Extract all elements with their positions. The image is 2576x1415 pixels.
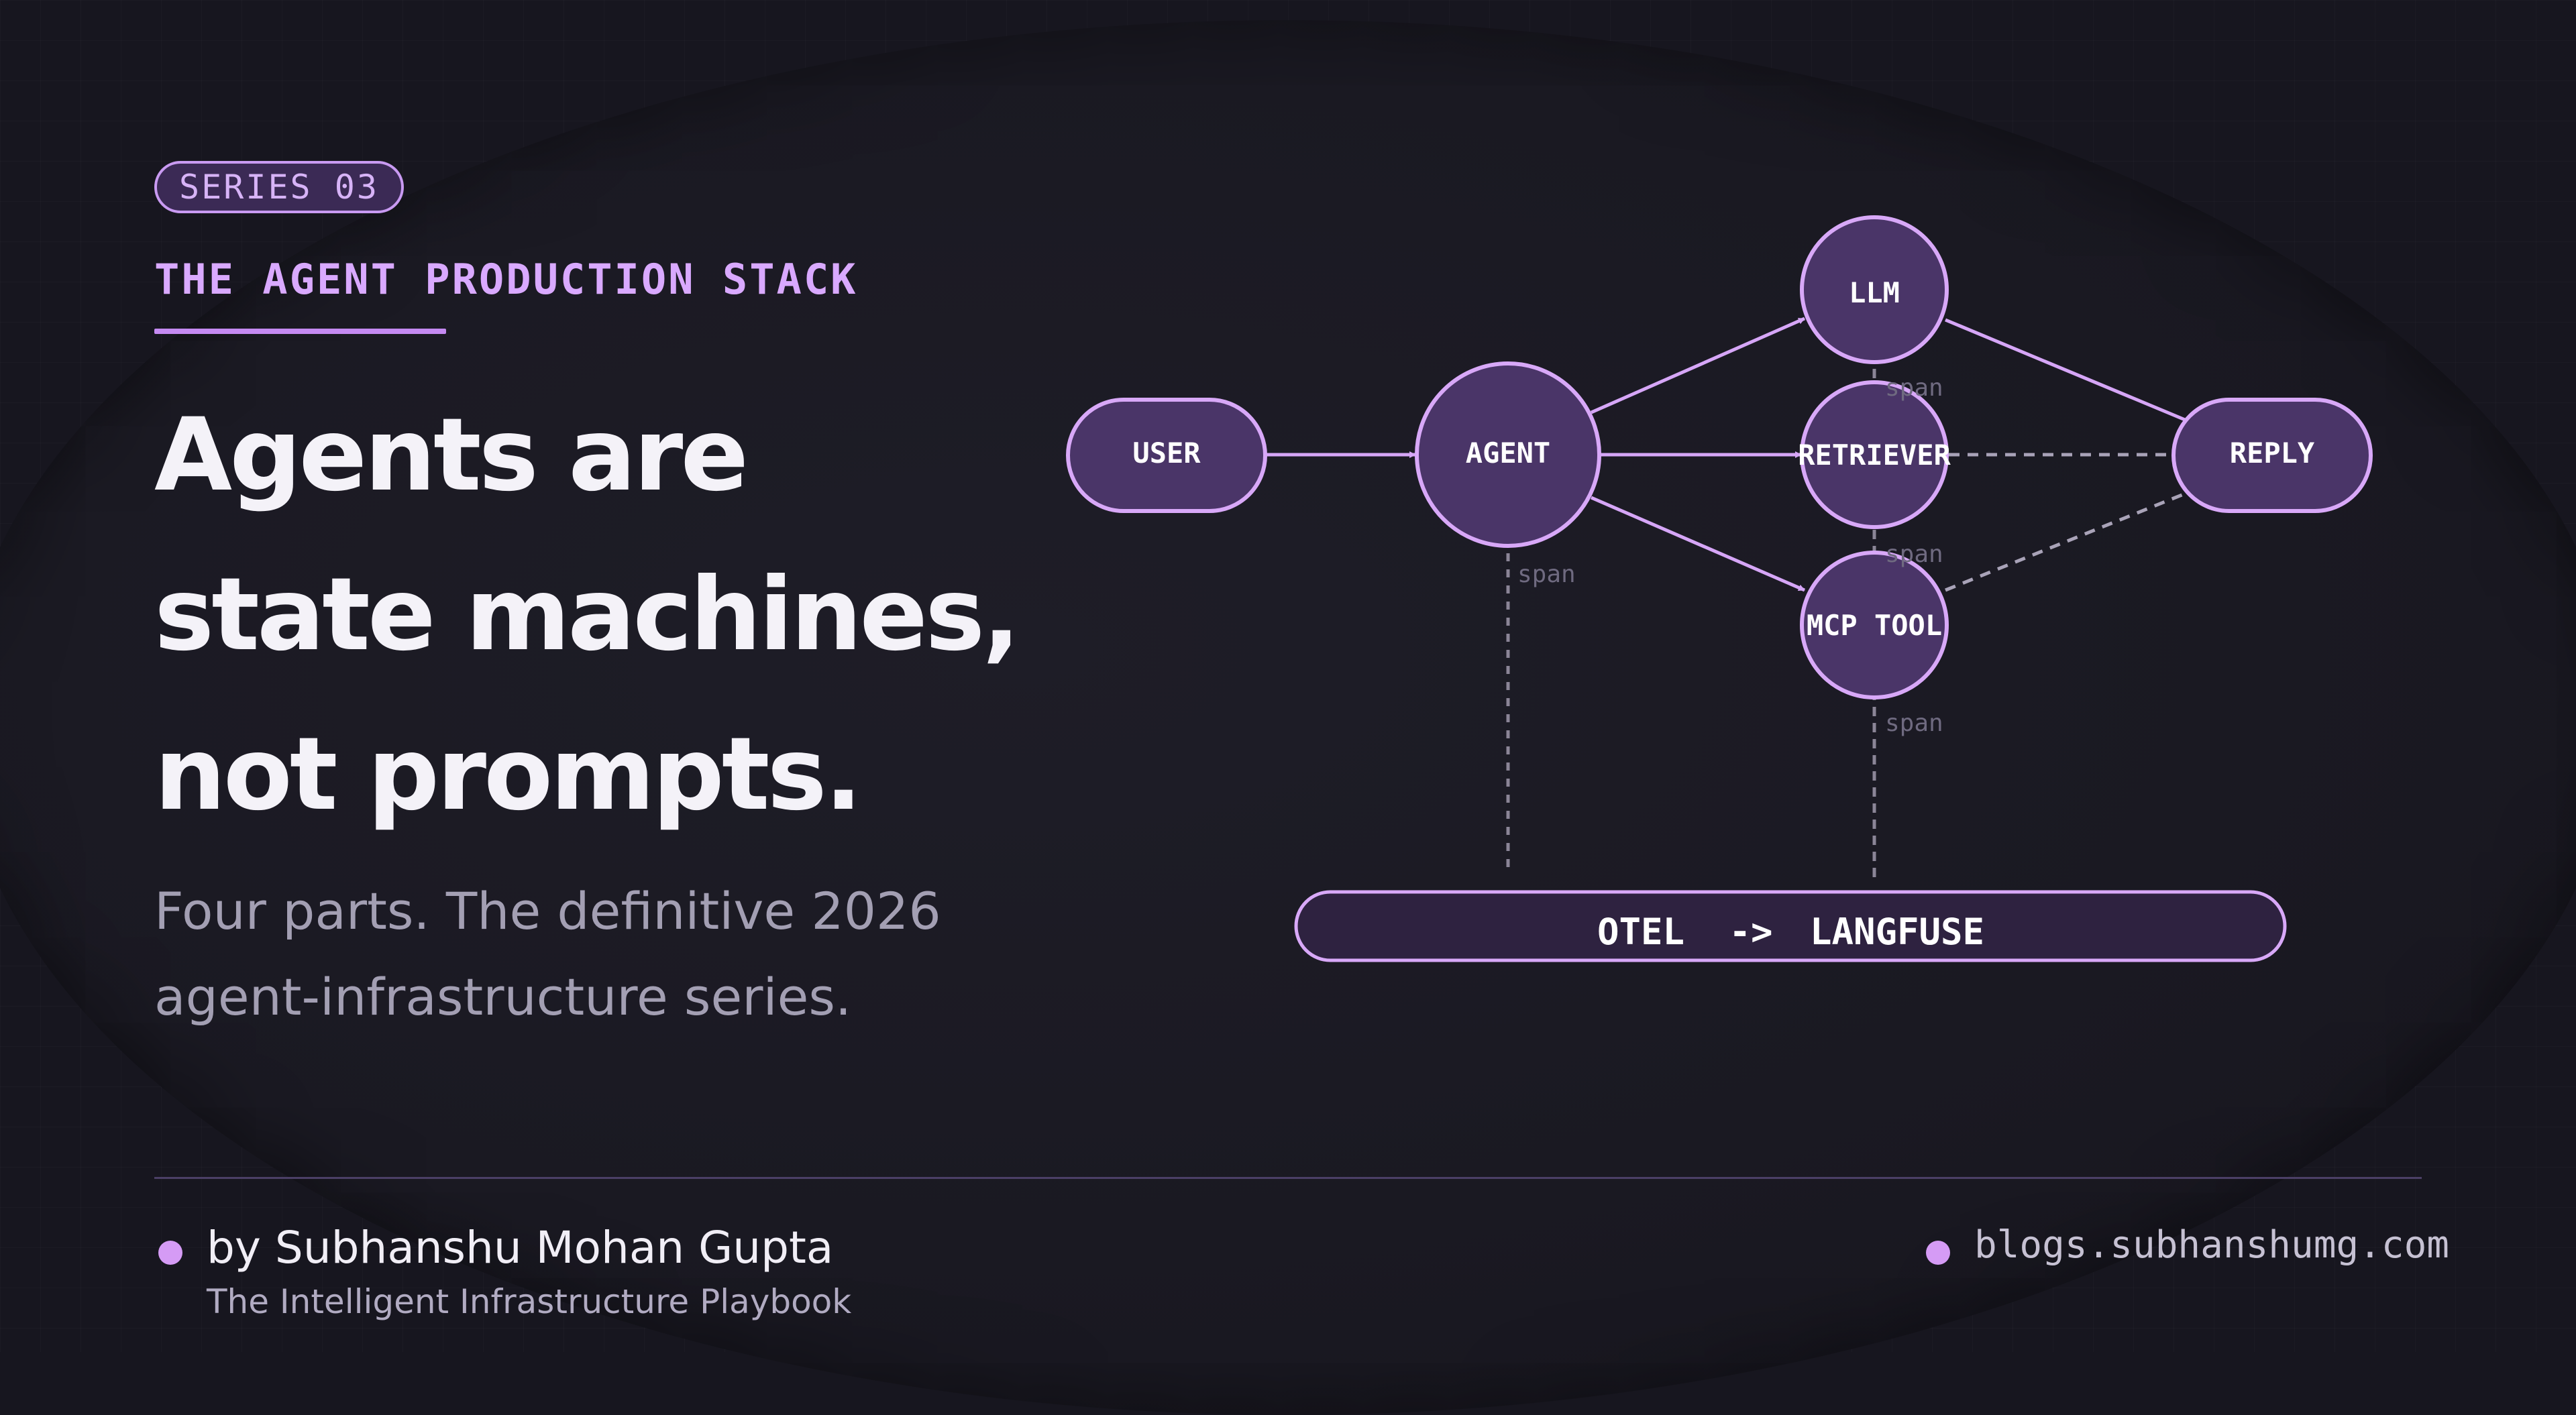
series-kicker: THE AGENT PRODUCTION STACK [154,255,858,304]
headline-line-3: not prompts. [154,716,863,833]
bus-to-label: LANGFUSE [1810,911,1984,953]
subheadline-line-2: agent-infrastructure series. [154,967,852,1027]
node-user [1066,398,1267,513]
span-label-retriever: span [1885,541,1943,568]
edge-mcp-tool-reply [1945,491,2188,592]
subheadline-line-1: Four parts. The definitive 2026 [154,881,941,941]
node-reply [2171,398,2373,513]
node-retriever [1800,380,1949,529]
kicker-underline [154,329,446,334]
agent-flow-diagram: USER AGENT LLM RETRIEVER MCP TOOL REPLY … [1066,215,2373,962]
background-vignette [0,20,2576,1415]
span-label-llm: span [1885,374,1943,402]
node-mcp-tool-label: MCP TOOL [1807,609,1942,642]
bus-arrow-label: -> [1729,911,1772,953]
subheadline: Four parts. The definitive 2026 agent-in… [154,868,1093,1040]
node-llm [1800,215,1949,364]
otel-langfuse-bus [1294,890,2287,962]
span-label-mcp-tool: span [1885,710,1943,737]
author-name: by Subhanshu Mohan Gupta [207,1222,834,1274]
edge-agent-mcp-tool [1591,496,1805,592]
node-user-label: USER [1132,437,1201,469]
node-agent [1415,361,1601,548]
node-reply-label: REPLY [2230,437,2315,469]
footer-divider [154,1177,2422,1179]
headline: Agents are state machines, not prompts. [154,376,1093,854]
bus-from-label: OTEL [1597,911,1684,953]
headline-line-1: Agents are [154,397,749,514]
node-agent-label: AGENT [1466,437,1550,469]
span-label-agent: span [1517,561,1576,588]
series-badge: SERIES 03 [154,161,404,213]
author-tagline: The Intelligent Infrastructure Playbook [207,1282,852,1321]
node-retriever-label: RETRIEVER [1798,439,1951,471]
headline-line-2: state machines, [154,557,1020,673]
edge-agent-llm [1590,317,1806,414]
node-mcp-tool [1800,551,1949,699]
node-llm-label: LLM [1849,276,1900,309]
author-dot-icon [158,1241,182,1265]
site-dot-icon [1926,1241,1950,1265]
site-link[interactable]: blogs.subhanshumg.com [1974,1223,2450,1267]
edge-llm-reply [1945,318,2189,423]
